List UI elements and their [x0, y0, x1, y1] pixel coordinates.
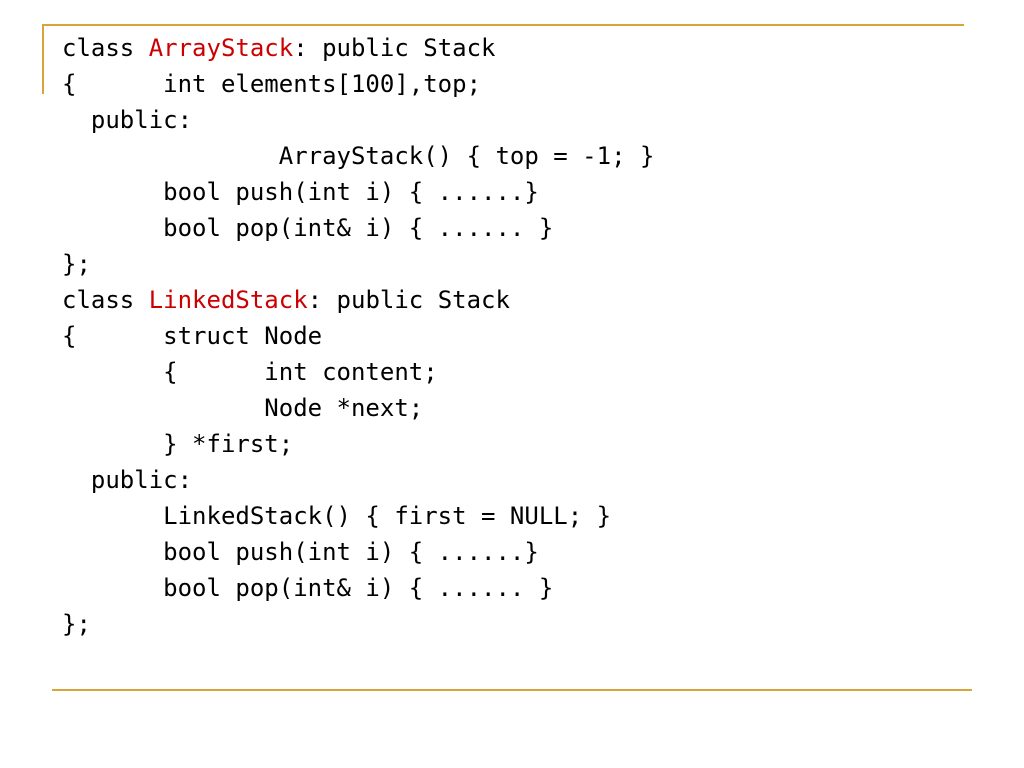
code-line: public:	[62, 462, 654, 498]
code-text: public:	[62, 466, 193, 494]
code-text: };	[62, 250, 91, 278]
code-block: class ArrayStack: public Stack{ int elem…	[62, 30, 654, 642]
code-text: bool push(int i) { ......}	[62, 178, 539, 206]
code-line: LinkedStack() { first = NULL; }	[62, 498, 654, 534]
code-text: };	[62, 610, 91, 638]
class-name-highlight: ArrayStack	[148, 34, 294, 62]
code-line: bool pop(int& i) { ...... }	[62, 210, 654, 246]
code-text: : public Stack	[307, 286, 510, 314]
code-line: public:	[62, 102, 654, 138]
code-line: { int elements[100],top;	[62, 66, 654, 102]
code-text: { struct Node	[62, 322, 323, 350]
code-line: ArrayStack() { top = -1; }	[62, 138, 655, 174]
code-line: { int content;	[62, 354, 654, 390]
code-line: } *first;	[62, 426, 654, 462]
code-line: };	[62, 606, 654, 642]
bottom-rule-line	[52, 689, 972, 691]
code-text: bool push(int i) { ......}	[62, 538, 539, 566]
code-line: bool push(int i) { ......}	[62, 174, 654, 210]
code-line: class ArrayStack: public Stack	[62, 30, 654, 66]
code-text: Node *next;	[62, 394, 424, 422]
code-line: class LinkedStack: public Stack	[62, 282, 654, 318]
left-rule-line	[42, 24, 44, 94]
code-text: bool pop(int& i) { ...... }	[62, 214, 554, 242]
code-text: } *first;	[62, 430, 294, 458]
code-text: public:	[62, 106, 193, 134]
code-text: class	[62, 34, 149, 62]
code-text: { int content;	[62, 358, 438, 386]
code-text: bool pop(int& i) { ...... }	[62, 574, 554, 602]
code-line: Node *next;	[62, 390, 654, 426]
code-text: : public Stack	[293, 34, 496, 62]
code-line: bool push(int i) { ......}	[62, 534, 654, 570]
code-text: { int elements[100],top;	[62, 70, 482, 98]
code-line: };	[62, 246, 654, 282]
top-rule-line	[42, 24, 964, 26]
class-name-highlight: LinkedStack	[148, 286, 308, 314]
code-text: class	[62, 286, 149, 314]
code-text: LinkedStack() { first = NULL; }	[62, 502, 612, 530]
code-line: bool pop(int& i) { ...... }	[62, 570, 654, 606]
code-text: ArrayStack() { top = -1; }	[62, 142, 655, 170]
code-line: { struct Node	[62, 318, 654, 354]
